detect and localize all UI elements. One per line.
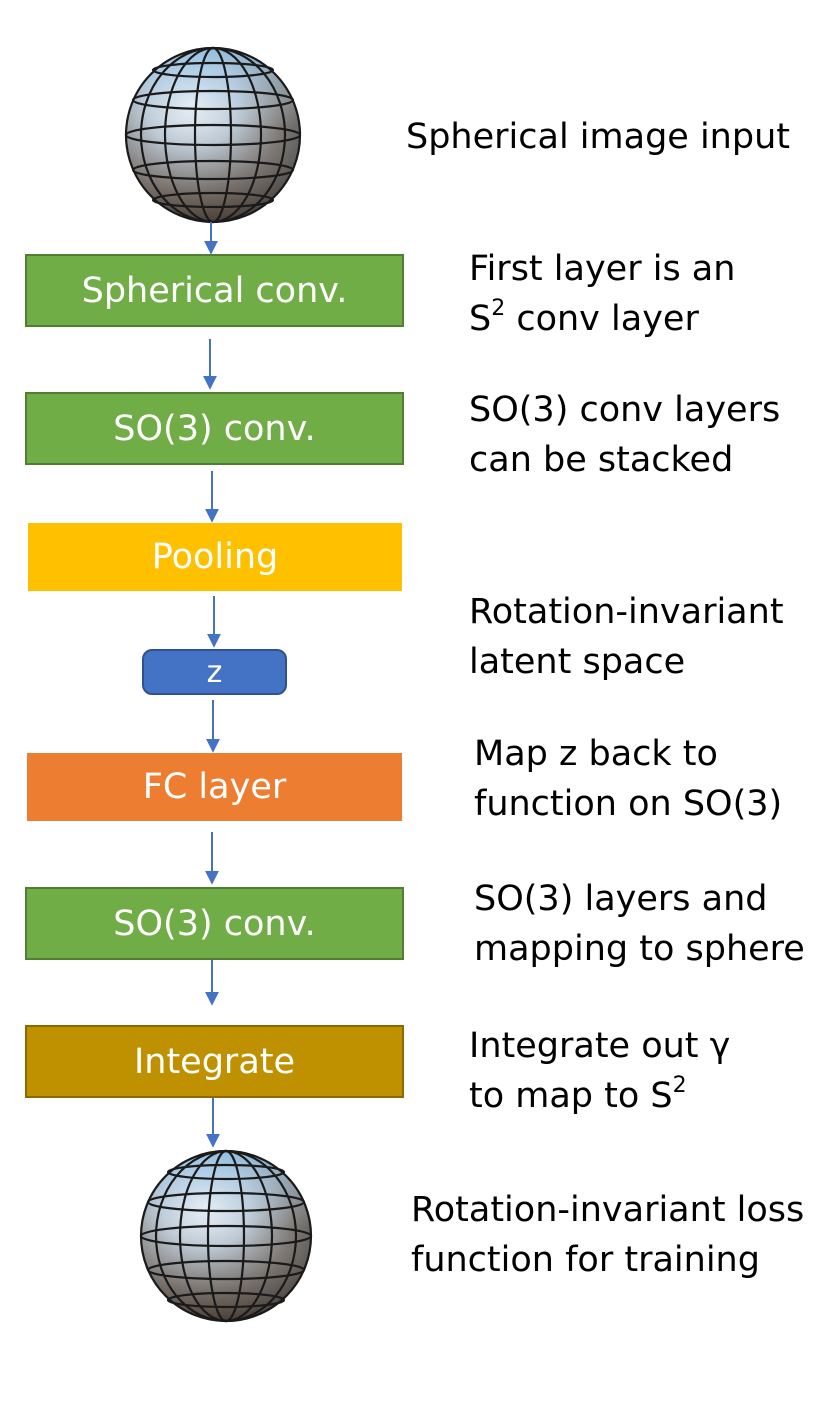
integrate-block: Integrate [25,1025,404,1098]
spherical-conv-block: Spherical conv. [25,254,404,327]
note-loss: Rotation-invariant loss function for tra… [411,1190,805,1280]
so3-conv-block-1: SO(3) conv. [25,392,404,465]
sphere-output-icon [139,1149,313,1323]
pooling-block: Pooling [28,523,402,591]
note-latent: Rotation-invariant latent space [469,592,784,682]
latent-z-block: z [142,649,287,695]
note-so3-layers: SO(3) layers and mapping to sphere [474,879,805,969]
fc-layer-block: FC layer [27,753,402,821]
note-map-back: Map z back to function on SO(3) [474,734,783,824]
note-first-layer: First layer is an S2 conv layer [469,249,736,339]
note-input: Spherical image input [406,117,790,157]
note-integrate: Integrate out γ to map to S2 [469,1026,731,1116]
note-stacked: SO(3) conv layers can be stacked [469,390,781,480]
sphere-image-icon [124,46,302,224]
so3-conv-block-2: SO(3) conv. [25,887,404,960]
